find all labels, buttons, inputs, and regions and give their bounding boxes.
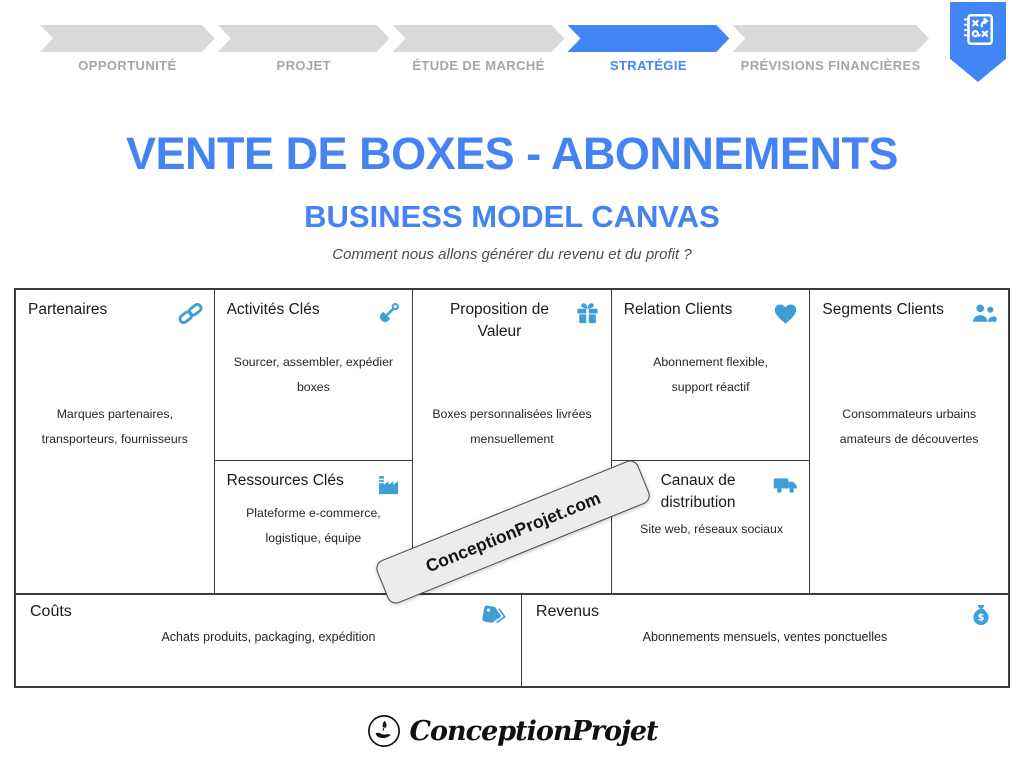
cell-customer-segments: Segments Clients Consommateurs urbains a… [810,290,1008,593]
strategy-board-icon [963,13,993,45]
key-resources-title: Ressources Clés [226,472,344,489]
key-resources-body: Plateforme e-commerce, logistique, équip… [246,506,381,546]
column-activities-resources: Activités Clés Sourcer, assembler, expéd… [214,290,414,593]
canvas-top-area: Partenaires Marques partenaires, transpo… [16,290,1008,593]
key-activities-title: Activités Clés [226,301,320,318]
costs-title: Coûts [30,603,72,620]
channels-body: Site web, réseaux sociaux [640,521,783,536]
revenues-title: Revenus [535,603,600,620]
costs-body: Achats produits, packaging, expédition [161,630,376,644]
brand-footer: ConceptionProjet [0,714,1024,748]
cell-customer-relations: Relation Clients Abonnement flexible, su… [612,290,810,460]
cell-value-proposition: Proposition de Valeur Boxes personnalisé [413,290,612,593]
heart-icon [775,304,797,324]
key-activities-body: Sourcer, assembler, expédier boxes [233,355,394,395]
chevron-arrow [218,25,390,52]
business-model-canvas: Partenaires Marques partenaires, transpo… [14,288,1010,688]
shovel-icon [380,303,400,323]
customer-relations-title: Relation Clients [623,301,733,318]
tag-icon [482,605,506,624]
revenues-body: Abonnements mensuels, ventes ponctuelles [642,630,888,644]
money-bag-icon: $ [973,605,989,625]
channels-title: Canaux de distribution [660,472,736,512]
hand-rocket-icon [367,715,400,747]
nav-step-projet[interactable]: PROJET [218,25,390,73]
cell-costs: Coûts Achats produits, packaging, expédi… [16,595,522,686]
column-relations-channels: Relation Clients Abonnement flexible, su… [611,290,811,593]
partners-title: Partenaires [28,301,108,318]
page-subtitle: BUSINESS MODEL CANVAS [304,199,720,234]
page-tagline: Comment nous allons générer du revenu et… [332,246,692,263]
nav-step-previsions-financieres[interactable]: PRÉVISIONS FINANCIÈRES [732,25,929,73]
customer-segments-title: Segments Clients [822,301,944,318]
process-nav: OPPORTUNITÉ PROJET ÉTUDE DE MARCHÉ STRAT… [40,25,932,73]
strategy-ribbon-badge [950,2,1006,82]
chevron-arrow [732,25,929,52]
partners-body: Marques partenaires, transporteurs, four… [41,407,188,447]
value-proposition-body: Boxes personnalisées livrées mensuelleme… [432,407,592,447]
gift-icon [577,303,598,324]
page-title: VENTE DE BOXES - ABONNEMENTS [126,128,898,179]
cell-revenues: Revenus $ Abonnements mensuels, ventes p… [522,595,1008,686]
nav-step-strategie[interactable]: STRATÉGIE [567,25,729,73]
factory-icon [379,476,399,495]
truck-icon [774,478,798,493]
nav-step-label: PRÉVISIONS FINANCIÈRES [740,58,921,73]
link-icon [178,303,203,324]
nav-step-label: STRATÉGIE [609,58,687,73]
nav-step-label: PROJET [276,58,331,73]
svg-text:$: $ [978,612,985,623]
brand-name: ConceptionProjet [409,715,659,747]
nav-step-label: OPPORTUNITÉ [78,58,177,73]
canvas-bottom-row: Coûts Achats produits, packaging, expédi… [16,593,1008,686]
cell-partners: Partenaires Marques partenaires, transpo… [16,290,215,593]
nav-step-etude-de-marche[interactable]: ÉTUDE DE MARCHÉ [393,25,565,73]
cell-channels: Canaux de distribution Site web, réseaux… [611,460,810,593]
nav-step-label: ÉTUDE DE MARCHÉ [412,58,545,73]
chevron-arrow [567,25,729,52]
users-icon [972,304,997,322]
nav-step-opportunite[interactable]: OPPORTUNITÉ [40,25,215,73]
cell-key-resources: Ressources Clés Plateforme e-commerce, l… [214,460,413,593]
value-proposition-title: Proposition de Valeur [449,301,550,341]
chevron-arrow [393,25,565,52]
customer-relations-body: Abonnement flexible, support réactif [653,355,768,395]
customer-segments-body: Consommateurs urbains amateurs de découv… [839,407,979,447]
chevron-arrow [40,25,215,52]
cell-key-activities: Activités Clés Sourcer, assembler, expéd… [215,290,413,460]
